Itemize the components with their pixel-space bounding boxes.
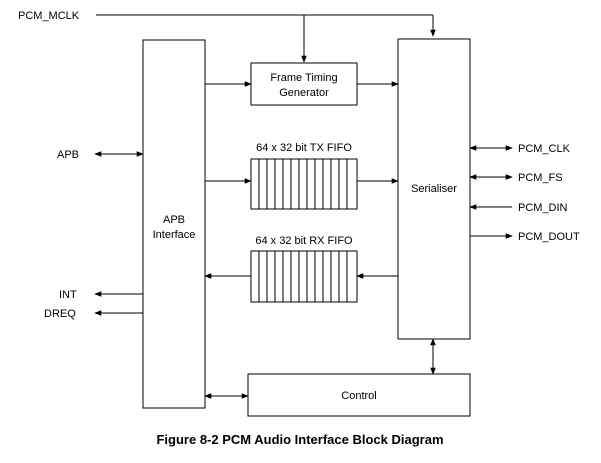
figure-caption: Figure 8-2 PCM Audio Interface Block Dia… <box>156 432 443 447</box>
ftg-label-1: Frame Timing <box>270 72 337 84</box>
apb-interface-label-2: Interface <box>153 229 196 241</box>
serialiser-block <box>397 38 471 340</box>
ftg-label-2: Generator <box>279 87 329 99</box>
apb-interface-label-1: APB <box>163 214 185 226</box>
pcm-fs-label: PCM_FS <box>518 172 563 184</box>
apb-interface-block <box>142 39 206 409</box>
apb-label: APB <box>57 149 79 161</box>
pcm-clk-label: PCM_CLK <box>518 143 571 155</box>
control-label: Control <box>341 390 376 402</box>
serialiser-label: Serialiser <box>411 183 457 195</box>
tx-fifo-cells <box>258 159 348 209</box>
frame-timing-generator-block <box>250 62 358 106</box>
rx-fifo-cells <box>258 251 348 302</box>
pcm-mclk-label: PCM_MCLK <box>18 10 80 22</box>
dreq-label: DREQ <box>44 308 76 320</box>
rx-fifo-label: 64 x 32 bit RX FIFO <box>255 235 353 247</box>
control-block <box>247 373 471 417</box>
int-label: INT <box>59 289 77 301</box>
pcm-din-label: PCM_DIN <box>518 202 568 214</box>
tx-fifo-label: 64 x 32 bit TX FIFO <box>256 142 352 154</box>
pcm-dout-label: PCM_DOUT <box>518 231 580 243</box>
